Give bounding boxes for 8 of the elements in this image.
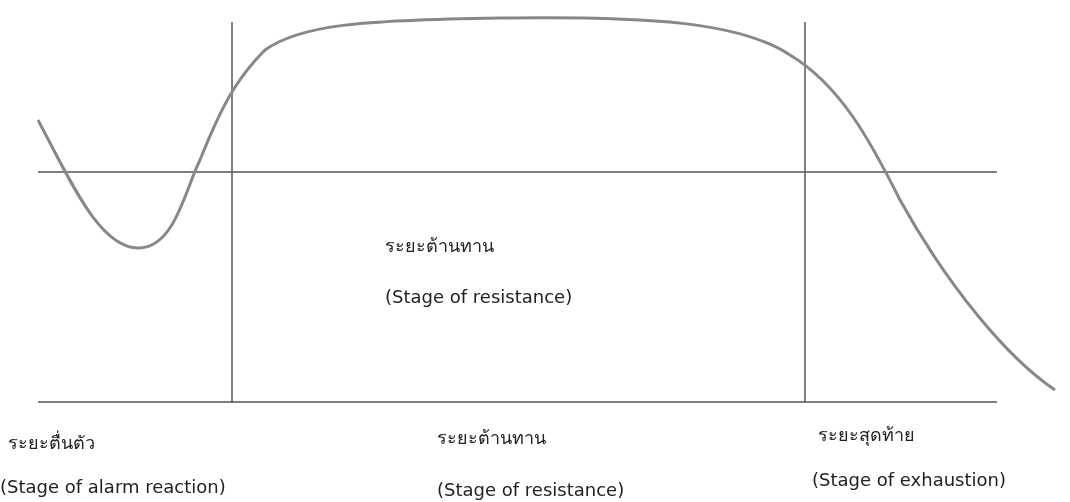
stage-translation: (Stage of resistance)	[385, 285, 573, 309]
stage-name: ระยะตื่นตัว	[8, 431, 95, 455]
stage-translation: (Stage of alarm reaction)	[0, 475, 226, 499]
stage-translation: (Stage of resistance)	[437, 478, 625, 502]
stage-translation: (Stage of exhaustion)	[812, 468, 1006, 492]
stage-name: ระยะต้านทาน	[437, 426, 546, 450]
stage-name: ระยะต้านทาน	[385, 234, 494, 258]
stage-name: ระยะสุดท้าย	[818, 423, 915, 447]
